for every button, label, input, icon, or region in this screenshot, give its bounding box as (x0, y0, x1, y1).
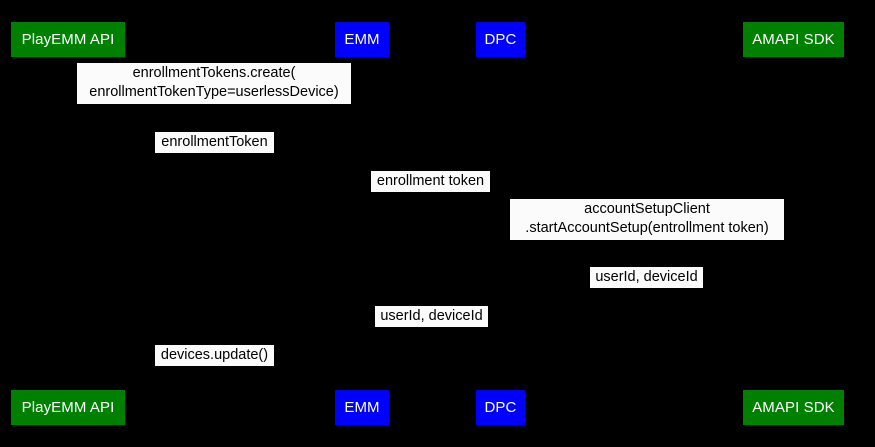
participant-label: DPC (484, 399, 517, 416)
message-label-1: enrollmentTokens.create( enrollmentToken… (77, 63, 351, 104)
message-label-7: devices.update() (155, 345, 274, 366)
message-label-4: accountSetupClient .startAccountSetup(en… (510, 199, 784, 240)
message-label-2: enrollmentToken (155, 132, 274, 153)
participant-box-amapi-sdk[interactable]: AMAPI SDK (743, 22, 844, 57)
participant-label: EMM (344, 31, 380, 48)
message-arrow-6 (362, 328, 501, 329)
participant-box-playemm-api[interactable]: PlayEMM API (11, 22, 125, 57)
message-arrow-1 (68, 105, 362, 106)
participant-box-emm[interactable]: EMM (335, 22, 389, 57)
lifeline-dpc (501, 57, 502, 390)
message-label-3: enrollment token (371, 171, 490, 192)
participant-label: DPC (484, 31, 517, 48)
participant-box-playemm-api[interactable]: PlayEMM API (11, 390, 125, 425)
message-label-6: userId, deviceId (375, 306, 488, 327)
participant-label: AMAPI SDK (752, 399, 835, 416)
participant-label: PlayEMM API (21, 31, 115, 48)
participant-box-amapi-sdk[interactable]: AMAPI SDK (743, 390, 844, 425)
message-arrow-5 (500, 289, 794, 290)
participant-box-dpc[interactable]: DPC (476, 22, 525, 57)
message-arrow-2 (68, 154, 362, 155)
message-arrow-3 (362, 193, 501, 194)
participant-box-dpc[interactable]: DPC (476, 390, 525, 425)
lifeline-emm (362, 57, 363, 390)
lifeline-playemm-api (68, 57, 69, 390)
participant-label: EMM (344, 399, 380, 416)
participant-label: AMAPI SDK (752, 31, 835, 48)
participant-box-emm[interactable]: EMM (335, 390, 389, 425)
message-arrow-4 (500, 241, 794, 242)
participant-label: PlayEMM API (21, 399, 115, 416)
message-label-5: userId, deviceId (590, 267, 703, 288)
message-arrow-7 (68, 367, 362, 368)
lifeline-amapi-sdk (794, 57, 795, 390)
